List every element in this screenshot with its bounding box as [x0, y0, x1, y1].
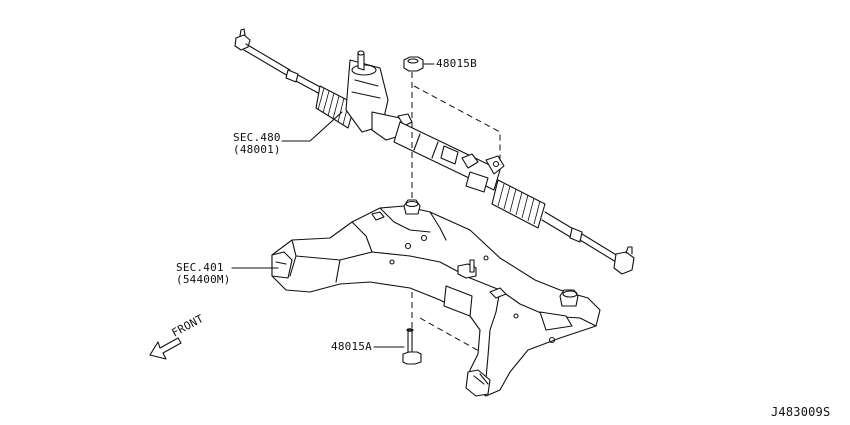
- front-arrow-icon: [149, 337, 182, 360]
- right-boot: [491, 179, 546, 229]
- left-boot: [315, 85, 356, 129]
- drawing-code: J483009S: [771, 405, 831, 419]
- label-sec480-line2: (48001): [233, 143, 281, 156]
- steering-rack-assembly: [234, 28, 635, 275]
- right-tie-rod-end: [613, 246, 635, 275]
- label-sec401-line2: (54400M): [176, 273, 231, 286]
- rack-tube: [393, 121, 505, 193]
- left-tie-rod-end: [234, 28, 299, 83]
- label-48015b: 48015B: [436, 57, 477, 70]
- pinion-housing: [345, 50, 413, 141]
- suspension-member: [271, 199, 601, 397]
- bolt-48015a: [402, 328, 422, 365]
- label-sec401-line1: SEC.401: [176, 261, 224, 274]
- label-sec480-line1: SEC.480: [233, 131, 281, 144]
- nut-48015b: [403, 56, 424, 72]
- label-48015a: 48015A: [331, 340, 372, 353]
- leader-sec480: [281, 111, 343, 142]
